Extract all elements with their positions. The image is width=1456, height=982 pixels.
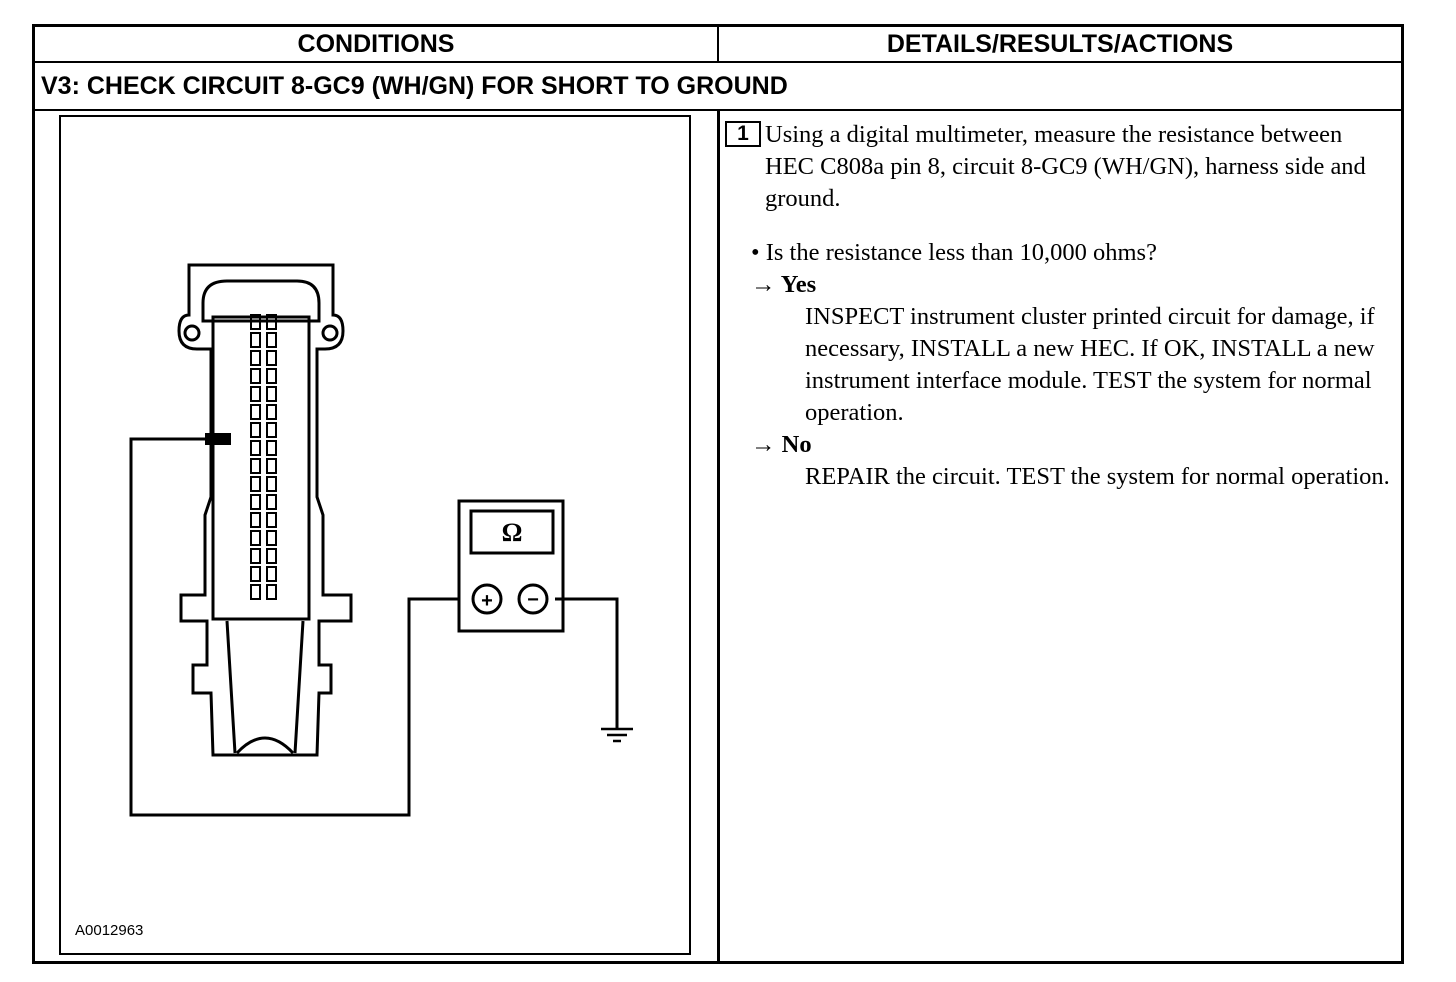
mount-hole-left: [183, 324, 201, 342]
title-divider: [35, 109, 1401, 111]
conditions-header: CONDITIONS: [35, 27, 719, 61]
ohm-symbol: Ω: [502, 518, 523, 547]
step-instruction: Using a digital multimeter, measure the …: [765, 121, 1366, 212]
column-divider: [717, 111, 720, 961]
mount-hole-right: [321, 324, 339, 342]
probe-tip: [205, 433, 231, 445]
connector-housing: [177, 263, 353, 757]
no-action: REPAIR the circuit. TEST the system for …: [805, 463, 1390, 490]
header-divider: [35, 61, 1401, 63]
minus-symbol: −: [527, 589, 539, 611]
multimeter-display: [469, 509, 555, 555]
multimeter: [457, 499, 565, 633]
connector-tail: [225, 620, 305, 755]
wire-to-ground: [555, 597, 619, 729]
wire-to-meter-positive: [129, 437, 459, 817]
yes-label: → Yes: [751, 271, 817, 298]
connector-drawing: Ω + −: [129, 263, 633, 817]
meter-negative-terminal: [517, 583, 549, 615]
plus-symbol: +: [481, 590, 493, 612]
figure-id: A0012963: [75, 922, 144, 939]
details-header: DETAILS/RESULTS/ACTIONS: [886, 29, 1234, 58]
details-column: 1 Using a digital multimeter, measure th…: [725, 119, 1395, 493]
yes-action: INSPECT instrument cluster printed circu…: [805, 303, 1375, 426]
step-question: • Is the resistance less than 10,000 ohm…: [751, 239, 1157, 266]
no-label: → No: [751, 431, 812, 458]
diagnostic-table: CONDITIONS DETAILS/RESULTS/ACTIONS V3: C…: [32, 24, 1404, 964]
step-1: 1 Using a digital multimeter, measure th…: [725, 119, 1395, 215]
meter-positive-terminal: [471, 583, 503, 615]
ground-icon: [601, 727, 633, 743]
pin-slots: [250, 314, 277, 600]
step-number-badge: 1: [725, 121, 761, 147]
connector-diagram: Ω + − A0012963: [59, 115, 691, 955]
connector-latch: [201, 279, 321, 323]
step-title: V3: CHECK CIRCUIT 8-GC9 (WH/GN) FOR SHOR…: [41, 71, 788, 100]
